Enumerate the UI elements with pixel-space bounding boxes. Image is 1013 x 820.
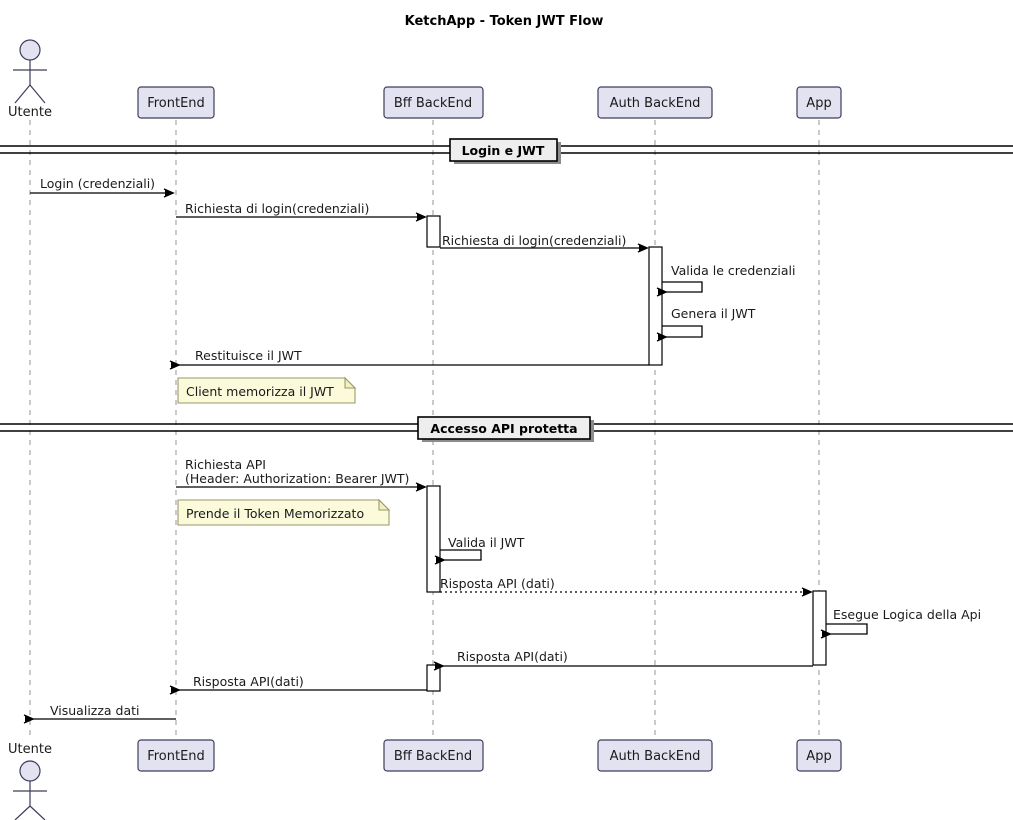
participant-box-app-top [796, 86, 842, 119]
participant-box-frontend-top [137, 86, 215, 119]
participant-bff-top[interactable]: Bff BackEnd [383, 86, 484, 119]
participant-box-frontend-bottom [137, 739, 215, 772]
message-label-m10: Esegue Logica della Api [833, 607, 981, 622]
participant-label-frontend-bottom: FrontEnd [147, 749, 205, 764]
message-esegue-logica-api-self: Esegue Logica della Api [820, 607, 981, 639]
message-arrow-m10 [820, 623, 868, 639]
message-label-m12: Risposta API(dati) [193, 674, 304, 689]
message-arrow-m8 [434, 549, 482, 565]
actor-leg-right-bottom [29, 805, 46, 820]
note-prende-token-memorizzato: Prende il Token Memorizzato [177, 498, 391, 526]
message-login-credenziali: Login (credenziali) [30, 176, 175, 198]
activation-bar-auth-1 [648, 246, 663, 366]
actor-utente-bottom[interactable]: Utente [8, 742, 52, 820]
message-risposta-api-dati-app-bff: Risposta API(dati) [433, 649, 813, 671]
message-risposta-api-dati-bff-app: Risposta API (dati) [440, 576, 813, 597]
participant-box-auth-top [597, 86, 713, 119]
actor-head-icon-bottom [19, 760, 41, 782]
participant-label-bff-bottom: Bff BackEnd [394, 749, 472, 764]
message-label-m6: Restituisce il JWT [195, 348, 302, 363]
actor-label-utente-bottom: Utente [8, 742, 52, 757]
participant-frontend-bottom[interactable]: FrontEnd [137, 739, 215, 772]
activation-bar-bff-2 [426, 485, 441, 593]
participant-frontend-top[interactable]: FrontEnd [137, 86, 215, 119]
participant-app-bottom[interactable]: App [796, 739, 842, 772]
message-label-m5: Genera il JWT [671, 306, 756, 321]
activation-bar-bff-1 [426, 215, 441, 248]
page-title: KetchApp - Token JWT Flow [405, 14, 604, 29]
message-richiesta-login-bff-auth: Richiesta di login(credenziali) [440, 233, 649, 253]
actor-leg-left-bottom [14, 805, 31, 820]
note-body-1 [177, 377, 356, 404]
participant-bff-bottom[interactable]: Bff BackEnd [383, 739, 484, 772]
note-label-1: Client memorizza il JWT [186, 384, 334, 399]
message-label-m7-line2: (Header: Authorization: Bearer JWT) [185, 471, 409, 486]
participant-auth-bottom[interactable]: Auth BackEnd [597, 739, 713, 772]
message-label-m1: Login (credenziali) [40, 176, 155, 191]
actor-label-utente-top: Utente [8, 105, 52, 120]
participant-label-app-top: App [806, 96, 831, 111]
participant-box-bff-bottom [383, 739, 484, 772]
divider-label-api: Accesso API protetta [430, 421, 577, 436]
participant-label-frontend-top: FrontEnd [147, 96, 205, 111]
divider-login-e-jwt: Login e JWT [0, 138, 1013, 164]
message-arrow-m4 [656, 281, 703, 297]
message-valida-jwt-self: Valida il JWT [434, 535, 525, 565]
note-body-2 [177, 499, 390, 526]
message-label-m4: Valida le credenziali [671, 263, 796, 278]
message-label-m13: Visualizza dati [50, 703, 140, 718]
activation-bar-app-1 [812, 590, 827, 666]
participant-label-app-bottom: App [806, 749, 831, 764]
actor-leg-right [29, 84, 46, 104]
note-label-2: Prende il Token Memorizzato [186, 506, 364, 521]
participant-label-bff-top: Bff BackEnd [394, 96, 472, 111]
message-richiesta-login-frontend-bff: Richiesta di login(credenziali) [176, 201, 427, 222]
actor-head-icon [19, 39, 41, 61]
participant-box-auth-bottom [597, 739, 713, 772]
message-label-m11: Risposta API(dati) [457, 649, 568, 664]
participant-app-top[interactable]: App [796, 86, 842, 119]
message-label-m2: Richiesta di login(credenziali) [185, 201, 369, 216]
message-arrow-m5 [656, 325, 703, 342]
message-genera-jwt-self: Genera il JWT [656, 306, 756, 342]
participant-box-app-bottom [796, 739, 842, 772]
divider-accesso-api-protetta: Accesso API protetta [0, 416, 1013, 442]
divider-box-2 [417, 416, 591, 440]
participant-label-auth-top: Auth BackEnd [610, 96, 701, 111]
divider-label-login: Login e JWT [462, 143, 545, 158]
message-label-m8: Valida il JWT [448, 535, 525, 550]
note-fold-corner-2 [378, 498, 391, 511]
message-label-m7-line1: Richiesta API [185, 457, 266, 472]
participant-auth-top[interactable]: Auth BackEnd [597, 86, 713, 119]
divider-box-1 [449, 138, 558, 162]
participant-label-auth-bottom: Auth BackEnd [610, 749, 701, 764]
message-label-m3: Richiesta di login(credenziali) [442, 233, 626, 248]
message-risposta-api-dati-bff-frontend: Risposta API(dati) [169, 674, 427, 695]
actor-leg-left [14, 84, 31, 104]
actor-utente-top[interactable]: Utente [8, 39, 52, 120]
note-client-memorizza-jwt: Client memorizza il JWT [177, 376, 357, 404]
participant-box-bff-top [383, 86, 484, 119]
message-label-m9: Risposta API (dati) [440, 576, 555, 591]
message-restituisce-jwt: Restituisce il JWT [169, 348, 649, 370]
activation-bar-bff-3 [426, 664, 441, 692]
message-visualizza-dati: Visualizza dati [23, 703, 176, 724]
message-valida-credenziali-self: Valida le credenziali [656, 263, 796, 297]
note-fold-corner-1 [344, 376, 357, 389]
message-richiesta-api: Richiesta API (Header: Authorization: Be… [176, 457, 427, 492]
